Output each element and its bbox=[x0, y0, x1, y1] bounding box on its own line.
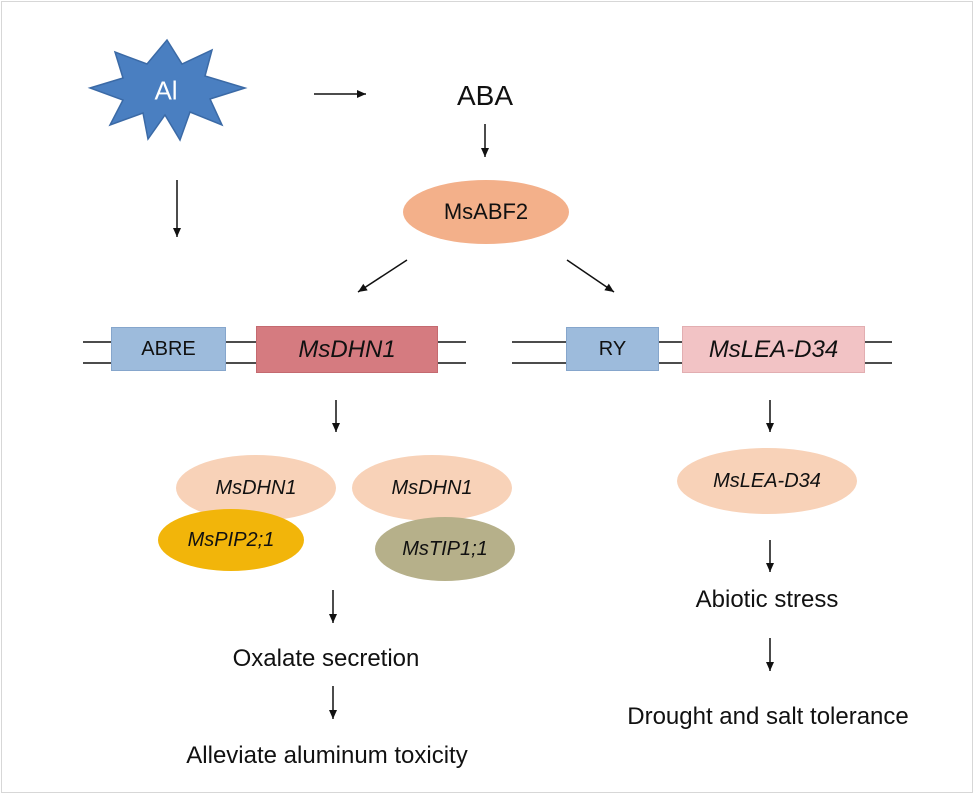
alleviate-toxicity-label: Alleviate aluminum toxicity bbox=[186, 742, 468, 769]
mslea-protein: MsLEA-D34 bbox=[677, 448, 857, 514]
abre-label: ABRE bbox=[141, 337, 196, 360]
mspip2-protein: MsPIP2;1 bbox=[158, 509, 304, 571]
mslea-protein-label: MsLEA-D34 bbox=[713, 469, 821, 492]
mstip1-label: MsTIP1;1 bbox=[402, 537, 488, 560]
mslea-gene-box: MsLEA-D34 bbox=[682, 326, 865, 373]
msdhn1-protein-b: MsDHN1 bbox=[352, 455, 512, 521]
msdhn1-protein-a-label: MsDHN1 bbox=[215, 476, 297, 499]
mstip1-protein: MsTIP1;1 bbox=[375, 517, 515, 581]
msdhn1-gene-box: MsDHN1 bbox=[256, 326, 438, 373]
msdhn1-protein-b-label: MsDHN1 bbox=[391, 476, 473, 499]
ry-promoter-box: RY bbox=[566, 327, 659, 371]
arrow-msabf2-to-msdhn1 bbox=[357, 259, 408, 293]
mslea-gene-label: MsLEA-D34 bbox=[708, 335, 839, 363]
oxalate-secretion-label: Oxalate secretion bbox=[232, 645, 420, 672]
al-star-shape bbox=[87, 38, 248, 142]
drought-salt-tolerance-label: Drought and salt tolerance bbox=[627, 703, 909, 730]
msabf2-node: MsABF2 bbox=[403, 180, 569, 244]
aba-label: ABA bbox=[456, 80, 514, 111]
abiotic-stress-label: Abiotic stress bbox=[695, 586, 839, 613]
arrow-msabf2-to-mslea bbox=[566, 259, 615, 293]
mspip2-label: MsPIP2;1 bbox=[187, 528, 275, 551]
ry-label: RY bbox=[598, 337, 627, 360]
al-stimulus-label: Al bbox=[154, 75, 178, 106]
msabf2-label: MsABF2 bbox=[443, 199, 529, 224]
msdhn1-gene-label: MsDHN1 bbox=[298, 335, 396, 363]
abre-promoter-box: ABRE bbox=[111, 327, 226, 371]
